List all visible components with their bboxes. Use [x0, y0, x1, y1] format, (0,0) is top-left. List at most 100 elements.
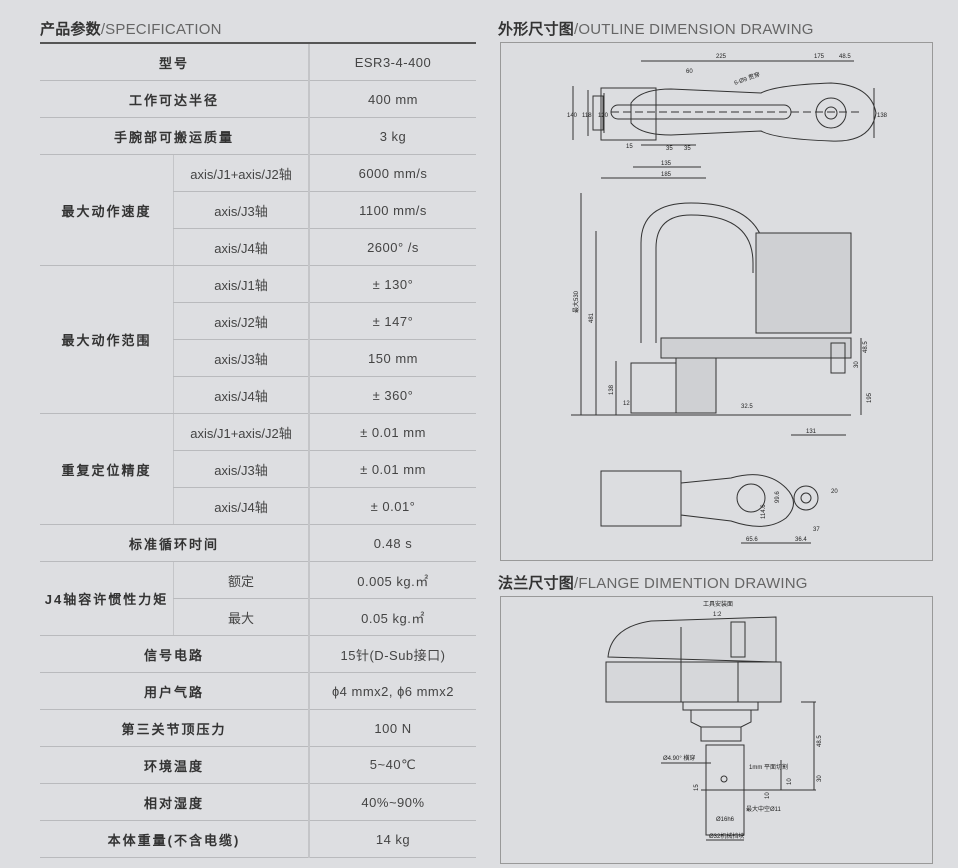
table-row: 本体重量(不含电缆)14 kg	[40, 820, 476, 858]
dim: 20	[831, 489, 838, 495]
dim: 225	[716, 54, 727, 60]
spec-label: 最大动作速度	[40, 154, 174, 266]
spec-value: ɸ4 mmx2, ɸ6 mmx2	[308, 672, 476, 710]
dim: 36.4	[795, 537, 807, 543]
spec-sub-label: axis/J4轴	[173, 228, 309, 266]
side-view-drawing	[571, 193, 862, 436]
dim: 99.6	[775, 491, 781, 503]
dim: 48.5	[817, 735, 823, 747]
flange-section-title: 法兰尺寸图/FLANGE DIMENTION DRAWING	[498, 572, 808, 593]
dim: 185	[661, 172, 672, 178]
spec-label: 用户气路	[40, 672, 309, 710]
table-row: axis/J4轴± 360°	[40, 376, 476, 414]
spec-label: J4轴容许惯性力矩	[40, 561, 174, 636]
spec-label: 环境温度	[40, 746, 309, 784]
spec-value: 14 kg	[308, 820, 476, 858]
dim: 48.5	[839, 54, 851, 60]
dim: 481	[589, 312, 595, 323]
top-view-dims: 225 175 48.5 60 6-Ø9 贯穿 140 118 120 138 …	[567, 54, 888, 178]
flange-title-cn: 法兰尺寸图	[498, 575, 575, 592]
flange-scale: 1:2	[713, 612, 722, 618]
outline-title-cn: 外形尺寸图	[498, 21, 575, 38]
table-row: axis/J3轴± 0.01 mm	[40, 450, 476, 488]
spec-sub-label: 额定	[173, 561, 309, 599]
dim: 最大530	[572, 290, 580, 313]
outline-drawing: 225 175 48.5 60 6-Ø9 贯穿 140 118 120 138 …	[500, 42, 933, 561]
dim: 30	[817, 775, 823, 782]
table-row: axis/J4轴± 0.01°	[40, 487, 476, 525]
spec-sub-label: axis/J3轴	[173, 339, 309, 377]
spec-value: ± 130°	[308, 265, 476, 303]
spec-value: ± 0.01 mm	[308, 450, 476, 488]
spec-sub-label: axis/J4轴	[173, 376, 309, 414]
spec-title-en: /SPECIFICATION	[100, 21, 222, 38]
spec-value: ± 0.01°	[308, 487, 476, 525]
dim: 175	[814, 54, 825, 60]
spec-value: 15针(D-Sub接口)	[308, 635, 476, 673]
spec-label: 工作可达半径	[40, 80, 309, 118]
dim: 30	[854, 361, 860, 368]
spec-value: 6000 mm/s	[308, 154, 476, 192]
spec-value: 1100 mm/s	[308, 191, 476, 229]
dim: 60	[686, 69, 693, 75]
spec-value: 100 N	[308, 709, 476, 747]
spec-label: 信号电路	[40, 635, 309, 673]
spec-value: ± 0.01 mm	[308, 413, 476, 451]
spec-value: 400 mm	[308, 80, 476, 118]
spec-sub-label: axis/J1轴	[173, 265, 309, 303]
spec-sub-label: axis/J2轴	[173, 302, 309, 340]
dim: 131	[806, 429, 817, 435]
spec-label: 标准循环时间	[40, 524, 309, 562]
side-view-dims: 最大530 481 138 12 32.5 131 195 30 48.5	[572, 290, 873, 435]
dim: 10	[787, 778, 793, 785]
spec-title-cn: 产品参数	[40, 21, 101, 38]
dim: 15	[694, 784, 700, 791]
dim: 37	[813, 527, 820, 533]
dim: 最大中空Ø11	[746, 805, 782, 813]
dim: 15	[626, 144, 633, 150]
spec-sub-label: axis/J1+axis/J2轴	[173, 154, 309, 192]
dim: 35	[684, 146, 691, 152]
flange-title-en: /FLANGE DIMENTION DRAWING	[574, 575, 808, 592]
spec-label: 本体重量(不含电缆)	[40, 820, 309, 858]
spec-label: 型号	[40, 42, 309, 81]
spec-sub-label: 最大	[173, 598, 309, 636]
spec-value: 0.05 kg.㎡	[308, 598, 476, 636]
flange-caption: 工具安装面	[703, 600, 733, 608]
spec-value: 0.48 s	[308, 524, 476, 562]
spec-sub-label: axis/J3轴	[173, 450, 309, 488]
dim: 114.6	[761, 504, 767, 519]
spec-value: 5~40℃	[308, 746, 476, 784]
spec-section-title: 产品参数/SPECIFICATION	[40, 18, 222, 39]
dim: 1mm 平面切割	[749, 763, 788, 771]
top-view-drawing	[572, 60, 877, 179]
dim: 138	[877, 113, 888, 119]
bottom-view-drawing	[600, 470, 819, 544]
spec-label: 第三关节顶压力	[40, 709, 309, 747]
spec-value: 150 mm	[308, 339, 476, 377]
outline-section-title: 外形尺寸图/OUTLINE DIMENSION DRAWING	[498, 18, 814, 39]
dim: Ø4.90° 横穿	[663, 754, 695, 762]
flange-dims: 工具安装面 1:2 Ø4.90° 横穿 1mm 平面切割 48.5 30 10 …	[663, 600, 823, 840]
dim: 140	[567, 113, 578, 119]
spec-value: ESR3-4-400	[308, 42, 476, 81]
spec-value: ± 360°	[308, 376, 476, 414]
table-row: axis/J2轴± 147°	[40, 302, 476, 340]
